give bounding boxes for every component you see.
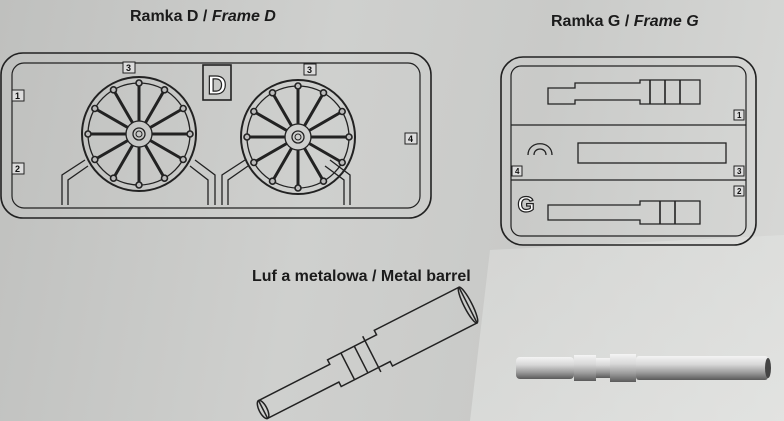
frame-d-title-pl: Ramka D / bbox=[130, 8, 208, 25]
frame-g-title: Ramka G / Frame G bbox=[551, 13, 699, 31]
frame-d-letter: D bbox=[208, 70, 227, 100]
wheel-spoke bbox=[303, 92, 325, 127]
frame-d-outer bbox=[0, 52, 432, 219]
wheel-spoke bbox=[271, 92, 293, 127]
part-number: 1 bbox=[737, 111, 742, 120]
wheel-part bbox=[81, 76, 197, 192]
part-number: 2 bbox=[15, 164, 20, 174]
metal-barrel-photo bbox=[516, 354, 771, 382]
wheel-spoke bbox=[112, 144, 134, 179]
part-number: 3 bbox=[307, 65, 312, 75]
wheel-spoke bbox=[253, 110, 288, 132]
wheel-spoke bbox=[144, 89, 166, 124]
frame-g-part-numbers: 1 4 3 2 bbox=[511, 109, 745, 197]
part-number: 4 bbox=[515, 167, 520, 176]
frame-d-inner bbox=[11, 62, 421, 209]
frame-d-letter-box bbox=[202, 64, 232, 101]
frame-g-title-en: Frame G bbox=[633, 13, 699, 30]
wheel-spoke bbox=[112, 89, 134, 124]
part-number: 3 bbox=[737, 167, 742, 176]
part-barrel-g1 bbox=[547, 79, 701, 105]
part-rod bbox=[577, 142, 727, 164]
frame-g-title-pl: Ramka G / bbox=[551, 13, 630, 30]
barrel-title: Luf a metalowa / Metal barrel bbox=[252, 268, 471, 285]
wheel-spoke bbox=[271, 147, 293, 182]
part-bracket bbox=[527, 143, 553, 156]
wheel-part bbox=[240, 79, 356, 195]
wheel-spoke bbox=[308, 110, 343, 132]
wheel-spoke bbox=[144, 144, 166, 179]
frame-d bbox=[0, 52, 432, 219]
wheel-spoke bbox=[149, 139, 184, 161]
frame-d-title: Ramka D / Frame D bbox=[130, 8, 276, 26]
wheel-spoke bbox=[308, 142, 343, 164]
wheel-spoke bbox=[253, 142, 288, 164]
barrel-drawing bbox=[256, 286, 479, 420]
wheel-spoke bbox=[94, 107, 129, 129]
part-barrel-g2 bbox=[547, 200, 701, 225]
wheel-spoke bbox=[303, 147, 325, 182]
part-number: 2 bbox=[737, 187, 742, 196]
frame-d-title-en: Frame D bbox=[211, 8, 276, 25]
frame-g bbox=[500, 56, 757, 246]
frame-d-part-numbers: 1 2 3 3 4 bbox=[11, 61, 418, 175]
part-number: 3 bbox=[126, 63, 131, 73]
wheel-spoke bbox=[149, 107, 184, 129]
part-number: 4 bbox=[408, 134, 413, 144]
part-number: 1 bbox=[15, 91, 20, 101]
frame-g-outer bbox=[500, 56, 757, 246]
frame-g-letter: G bbox=[517, 192, 534, 217]
photo-background bbox=[470, 235, 784, 421]
wheel-spoke bbox=[94, 139, 129, 161]
